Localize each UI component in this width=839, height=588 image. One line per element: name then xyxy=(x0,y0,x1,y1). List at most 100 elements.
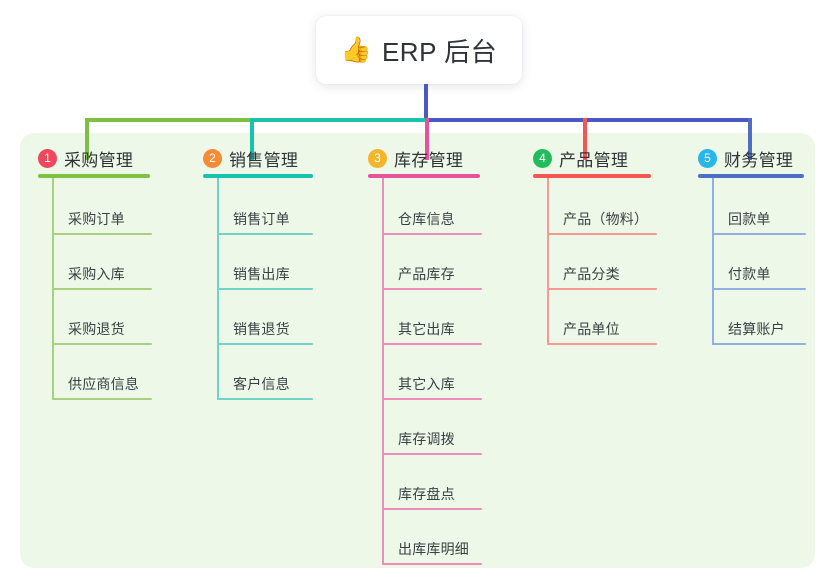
leaf-rule xyxy=(382,233,482,235)
leaf-label: 出库库明细 xyxy=(398,541,469,557)
root-stem-line xyxy=(424,84,428,122)
branch-drop-stem-5 xyxy=(748,118,752,160)
leaf-label: 仓库信息 xyxy=(398,211,455,227)
leaf-item[interactable]: 结算账户 xyxy=(712,291,836,345)
modules-panel xyxy=(20,133,815,568)
leaf-label: 产品单位 xyxy=(563,321,620,337)
branch-title-4: 产品管理 xyxy=(559,151,629,170)
leaf-item[interactable]: 客户信息 xyxy=(217,346,343,400)
leaf-rule xyxy=(382,508,482,510)
leaf-rule xyxy=(382,563,482,565)
leaf-item[interactable]: 产品库存 xyxy=(382,236,512,290)
branch-header-5[interactable]: 5 财务管理 xyxy=(698,146,793,171)
leaf-item[interactable]: 采购入库 xyxy=(52,236,182,290)
branch-spine-5 xyxy=(712,178,714,345)
leaf-label: 库存盘点 xyxy=(398,486,455,502)
branch-number-badge-2: 2 xyxy=(203,149,222,168)
leaf-label: 采购订单 xyxy=(68,211,125,227)
leaf-item[interactable]: 产品分类 xyxy=(547,236,687,290)
leaf-item[interactable]: 采购订单 xyxy=(52,181,182,235)
leaf-label: 采购入库 xyxy=(68,266,125,282)
branch-drop-stem-1 xyxy=(85,118,89,160)
leaf-label: 其它入库 xyxy=(398,376,455,392)
leaf-label: 采购退货 xyxy=(68,321,125,337)
leaf-label: 销售订单 xyxy=(233,211,290,227)
branch-header-2[interactable]: 2 销售管理 xyxy=(203,146,298,171)
branch-number-badge-1: 1 xyxy=(38,149,57,168)
thumbs-up-icon: 👍 xyxy=(340,35,372,64)
trunk-segment-left xyxy=(85,118,254,122)
leaf-rule xyxy=(712,233,806,235)
branch-drop-stem-4 xyxy=(583,118,587,160)
leaf-rule xyxy=(547,288,657,290)
leaf-item[interactable]: 库存调拨 xyxy=(382,401,512,455)
leaf-item[interactable]: 销售出库 xyxy=(217,236,343,290)
branch-number-badge-4: 4 xyxy=(533,149,552,168)
branch-header-rule-4 xyxy=(533,174,651,178)
leaf-label: 产品分类 xyxy=(563,266,620,282)
leaf-item[interactable]: 其它出库 xyxy=(382,291,512,345)
leaf-item[interactable]: 其它入库 xyxy=(382,346,512,400)
leaf-rule xyxy=(217,343,313,345)
leaf-label: 客户信息 xyxy=(233,376,290,392)
branch-title-3: 库存管理 xyxy=(394,151,464,170)
leaf-rule xyxy=(382,398,482,400)
leaf-rule xyxy=(217,288,313,290)
branch-header-rule-5 xyxy=(698,174,804,178)
leaf-item[interactable]: 仓库信息 xyxy=(382,181,512,235)
leaf-item[interactable]: 回款单 xyxy=(712,181,836,235)
branch-header-1[interactable]: 1 采购管理 xyxy=(38,146,133,171)
leaf-rule xyxy=(52,288,152,290)
leaf-rule xyxy=(712,343,806,345)
leaf-rule xyxy=(547,343,657,345)
leaf-item[interactable]: 产品单位 xyxy=(547,291,687,345)
branch-spine-4 xyxy=(547,178,549,345)
leaf-rule xyxy=(712,288,806,290)
leaf-rule xyxy=(382,453,482,455)
leaf-rule xyxy=(382,343,482,345)
branch-spine-1 xyxy=(52,178,54,400)
leaf-item[interactable]: 出库库明细 xyxy=(382,511,512,565)
trunk-segment-right xyxy=(425,118,752,122)
leaf-item[interactable]: 销售退货 xyxy=(217,291,343,345)
leaf-label: 付款单 xyxy=(728,266,771,282)
leaf-rule xyxy=(547,233,657,235)
branch-number-badge-5: 5 xyxy=(698,149,717,168)
branch-title-5: 财务管理 xyxy=(724,151,794,170)
leaf-label: 销售退货 xyxy=(233,321,290,337)
branch-header-rule-1 xyxy=(38,174,150,178)
leaf-label: 产品（物料） xyxy=(563,211,649,227)
leaf-rule xyxy=(52,233,152,235)
leaf-rule xyxy=(52,398,152,400)
branch-spine-2 xyxy=(217,178,219,400)
leaf-label: 产品库存 xyxy=(398,266,455,282)
branch-drop-stem-3 xyxy=(425,118,429,160)
leaf-label: 结算账户 xyxy=(728,321,785,337)
root-node-card[interactable]: 👍 ERP 后台 xyxy=(316,16,522,84)
leaf-item[interactable]: 产品（物料） xyxy=(547,181,687,235)
branch-header-3[interactable]: 3 库存管理 xyxy=(368,146,463,171)
branch-header-4[interactable]: 4 产品管理 xyxy=(533,146,628,171)
leaf-item[interactable]: 销售订单 xyxy=(217,181,343,235)
leaf-item[interactable]: 采购退货 xyxy=(52,291,182,345)
leaf-label: 回款单 xyxy=(728,211,771,227)
branch-title-1: 采购管理 xyxy=(64,151,134,170)
branch-header-rule-3 xyxy=(368,174,480,178)
leaf-rule xyxy=(217,398,313,400)
branch-number-badge-3: 3 xyxy=(368,149,387,168)
leaf-label: 销售出库 xyxy=(233,266,290,282)
branch-header-rule-2 xyxy=(203,174,313,178)
branch-title-2: 销售管理 xyxy=(229,151,299,170)
trunk-segment-mid xyxy=(250,118,429,122)
branch-spine-3 xyxy=(382,178,384,565)
leaf-label: 供应商信息 xyxy=(68,376,139,392)
leaf-label: 库存调拨 xyxy=(398,431,455,447)
leaf-rule xyxy=(52,343,152,345)
leaf-item[interactable]: 库存盘点 xyxy=(382,456,512,510)
leaf-item[interactable]: 付款单 xyxy=(712,236,836,290)
leaf-rule xyxy=(382,288,482,290)
leaf-rule xyxy=(217,233,313,235)
root-title: ERP 后台 xyxy=(381,36,498,67)
leaf-item[interactable]: 供应商信息 xyxy=(52,346,182,400)
